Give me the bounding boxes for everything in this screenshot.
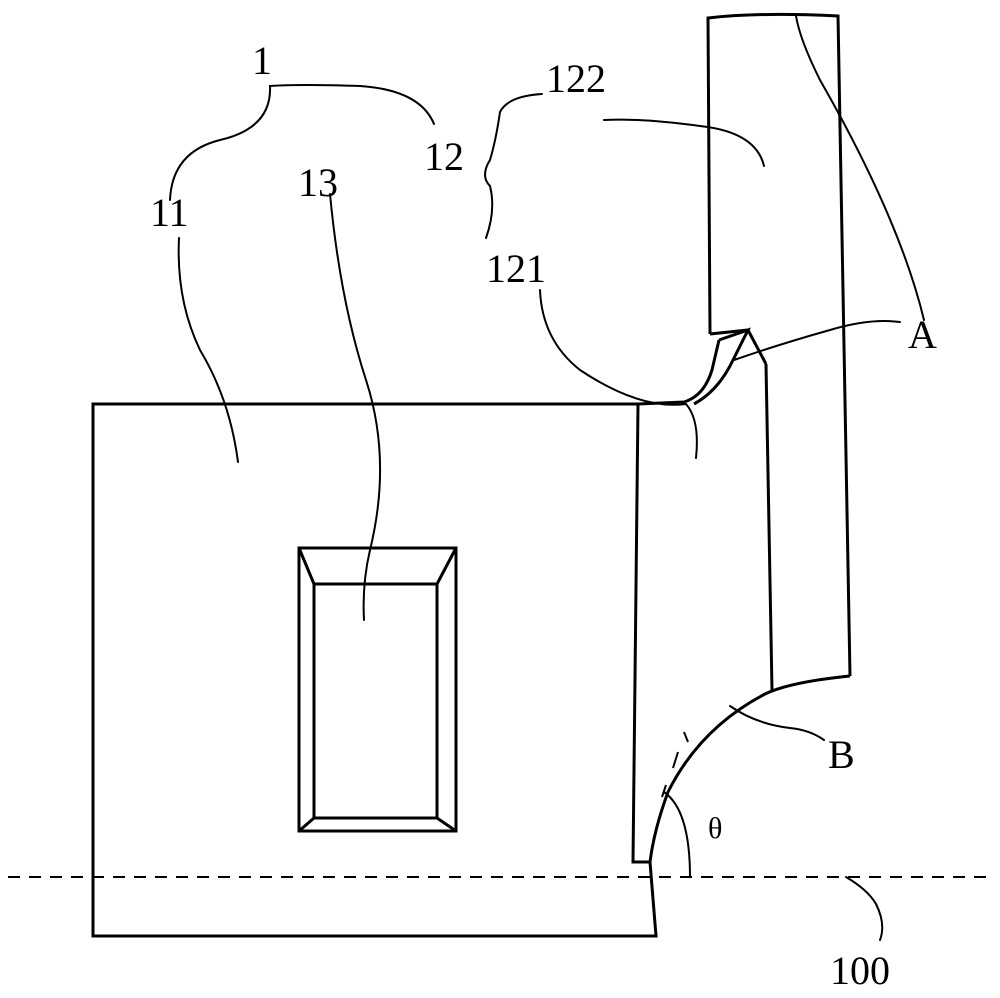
leader-100 [845,876,884,941]
notch-a-inner [693,327,751,406]
window-13-bevel-tl [297,547,316,585]
arm-121-inner-edge [764,363,774,691]
theta-arc [663,791,691,878]
leader-b [729,705,825,741]
window-13-bevel-br [436,816,457,833]
arm-122-outline [706,12,852,677]
label-1: 1 [252,38,272,83]
label-11: 11 [150,190,189,235]
tangent-dash-1 [683,731,689,743]
window-13-bevel-tr [435,547,458,585]
window-13-bevel-bl [298,816,315,833]
body-11-outline [91,402,658,938]
window-13-outer [297,546,458,833]
leader-11 [177,237,239,463]
leader-121 [539,289,698,459]
leader-13 [329,193,382,621]
label-100: 100 [830,948,890,993]
label-b: B [828,732,855,777]
label-a: A [908,312,937,357]
leader-a-notch [733,320,901,361]
leader-a-top [795,15,925,321]
leader-1 [169,84,435,201]
label-theta: θ [708,812,722,845]
label-121: 121 [486,246,546,291]
leader-122 [603,118,765,167]
window-13-inner [312,582,439,820]
tangent-dash-2 [672,751,679,769]
label-12: 12 [424,134,464,179]
arm-foot-curve-b [648,674,851,863]
leader-12 [484,93,543,239]
label-122: 122 [546,56,606,101]
arm-neck [637,339,721,406]
label-13: 13 [298,160,338,205]
